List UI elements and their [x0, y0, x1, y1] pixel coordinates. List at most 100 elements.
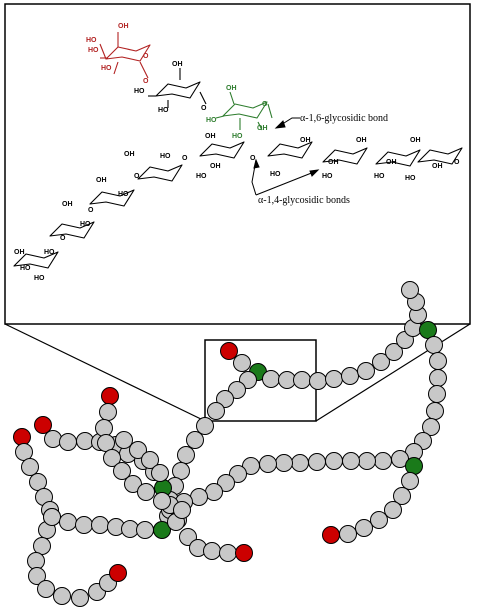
- oh-m-k: OH: [410, 137, 421, 144]
- residue-0-9: [357, 362, 375, 380]
- ho-up-2: HO: [158, 107, 169, 114]
- annotation-arrows: [251, 117, 320, 196]
- oh-m-m: OH: [432, 163, 443, 170]
- glucose-ring-main-2: [322, 147, 368, 165]
- o-red-link: O: [143, 78, 149, 85]
- ho-red-1: HO: [86, 37, 97, 44]
- ho-m-a: HO: [160, 153, 171, 160]
- residue-5-4: [103, 449, 121, 467]
- residue-1-3: [207, 402, 225, 420]
- ho-up-1: HO: [134, 88, 145, 95]
- residue-0-7: [325, 370, 343, 388]
- residue-7-7: [153, 521, 171, 539]
- residue-6-16: [109, 564, 127, 582]
- residue-2-13: [325, 452, 343, 470]
- o-gr-ring: O: [262, 101, 268, 108]
- oh-m-a: OH: [205, 133, 216, 140]
- residue-4-16: [235, 544, 253, 562]
- residue-5-5: [113, 462, 131, 480]
- residue-7-1: [59, 513, 77, 531]
- alpha-1-4-label: α-1,4-glycosidic bonds: [258, 195, 350, 206]
- ho-gr-1: HO: [206, 117, 217, 124]
- ho-red-2: HO: [88, 47, 99, 54]
- o-up-link: O: [201, 105, 207, 112]
- residue-1-2: [216, 390, 234, 408]
- residue-4-3: [76, 432, 94, 450]
- oh-m-e: OH: [300, 137, 311, 144]
- glucose-ring-left-0: [137, 164, 183, 182]
- residue-2-11: [358, 452, 376, 470]
- oh-red-1: OH: [118, 23, 129, 30]
- alpha-1-6-label: α-1,6-glycosidic bond: [300, 113, 388, 124]
- residue-5-1: [99, 403, 117, 421]
- residue-2-15: [291, 454, 309, 472]
- residue-4-14: [203, 542, 221, 560]
- residue-0-1: [233, 354, 251, 372]
- residue-2-5: [426, 402, 444, 420]
- residue-4-1: [44, 430, 62, 448]
- residue-5-6: [124, 475, 142, 493]
- residue-3-3: [384, 501, 402, 519]
- residue-0-11: [385, 343, 403, 361]
- o-m-1: O: [182, 155, 188, 162]
- residue-3-1: [401, 472, 419, 490]
- ho-l-2: HO: [80, 221, 91, 228]
- oh-gr-2: OH: [257, 125, 268, 132]
- ho-red-3: HO: [101, 65, 112, 72]
- residue-6-10: [28, 567, 46, 585]
- residue-5-7: [137, 483, 155, 501]
- residue-2-2: [429, 352, 447, 370]
- residue-0-0: [220, 342, 238, 360]
- glycogen-residues: [13, 281, 447, 607]
- residue-0-10: [372, 353, 390, 371]
- o-m-end: O: [454, 159, 460, 166]
- bond-red-2: [99, 43, 107, 60]
- o-l-3: O: [60, 235, 66, 242]
- residue-6-3: [29, 473, 47, 491]
- bond-gr-2: [215, 115, 225, 119]
- residue-3-7: [322, 526, 340, 544]
- residue-8-2: [141, 451, 159, 469]
- residue-2-6: [422, 418, 440, 436]
- residue-1-7: [172, 462, 190, 480]
- residue-5-3: [97, 434, 115, 452]
- glucose-ring-upper: [155, 81, 201, 99]
- bond-red-4: [113, 61, 119, 75]
- oh-up-1: OH: [172, 61, 183, 68]
- zoom-line-left: [4, 323, 206, 422]
- residue-6-11: [37, 580, 55, 598]
- residue-0-4: [278, 371, 296, 389]
- residue-7-9: [173, 501, 191, 519]
- residue-1-1: [228, 381, 246, 399]
- residue-4-2: [59, 433, 77, 451]
- bond-red-5: [139, 61, 149, 79]
- residue-2-10: [374, 452, 392, 470]
- residue-5-0: [101, 387, 119, 405]
- ho-m-l: HO: [405, 175, 416, 182]
- o-m-2: O: [250, 155, 256, 162]
- o-red-ring: O: [143, 53, 149, 60]
- ho-gr-2: HO: [232, 133, 243, 140]
- residue-3-2: [393, 487, 411, 505]
- residue-0-6: [309, 372, 327, 390]
- glucose-ring-left-3: [13, 251, 59, 269]
- glucose-structure: [13, 32, 463, 269]
- residue-6-0: [13, 428, 31, 446]
- residue-8-3: [151, 464, 169, 482]
- ho-l-4: HO: [34, 275, 45, 282]
- o-l-1: O: [134, 173, 140, 180]
- bond-up-4: [199, 91, 207, 105]
- residue-6-1: [15, 443, 33, 461]
- residue-7-5: [121, 520, 139, 538]
- residue-4-0: [34, 416, 52, 434]
- ho-l-1: HO: [118, 191, 129, 198]
- residue-0-16: [401, 281, 419, 299]
- residue-2-12: [342, 452, 360, 470]
- residue-3-4: [370, 511, 388, 529]
- residue-8-1: [129, 441, 147, 459]
- bond-gr-4: [257, 121, 263, 131]
- residue-2-0: [419, 321, 437, 339]
- residue-6-12: [53, 587, 71, 605]
- residue-2-20: [217, 474, 235, 492]
